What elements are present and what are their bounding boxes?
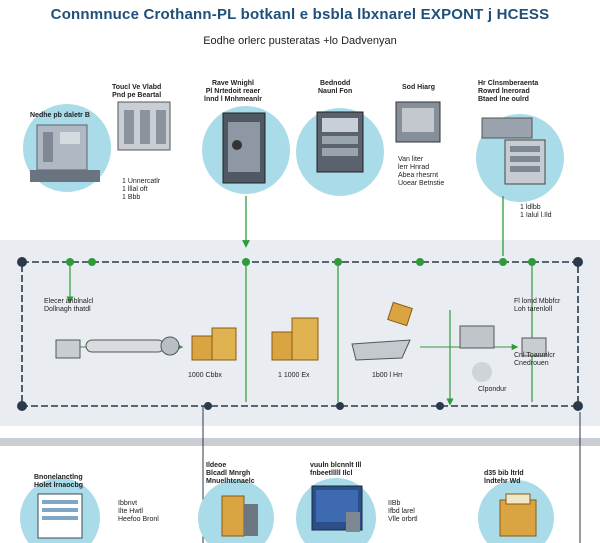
box-stack-icon [221,495,245,537]
warehouse-door-icon [43,132,53,162]
container-slat-icon [510,156,540,162]
pipe-icon [85,339,165,353]
bottom-stage-3 [296,478,376,543]
top-stage-3 [202,106,290,194]
loop-node [17,401,27,411]
top-stage-5 [395,101,441,143]
box-icon [291,317,319,361]
loop-nodes [17,257,583,411]
band-item-pipe [85,336,180,356]
hand-truck-icon [244,504,258,536]
bottom-stage-2 [198,480,274,543]
loop-node [88,258,96,266]
divider-band [0,438,600,446]
bottom-label-4: vuuln blcnnlt Ill fnbeetlllll Ilcl [310,462,362,477]
loop-node [334,258,342,266]
bottom-stage-1 [20,478,100,543]
box-label-1: 1000 Cbbx [188,372,222,379]
factory-column-icon [124,110,134,144]
factory-column-icon [156,110,166,144]
warehouse-ground-icon [30,170,100,182]
dispatch-shelf-icon [322,136,358,144]
ship-icon [351,339,411,361]
bottom-stage-4 [478,480,554,543]
box-icon [191,335,215,361]
page-subtitle: Eodhe orlerc pusteratas +lo Dadvenyan [203,35,397,47]
server-knob-icon [232,140,242,150]
valve-icon [160,336,180,356]
port-building-icon [481,117,533,139]
band-label-2: Fl lomd Mbbfcr Loh tarenloll [514,298,561,313]
box-icon [211,327,237,361]
loop-node [528,258,536,266]
meter-icon [55,339,81,359]
band-item-package [387,301,413,327]
robot-arm-icon [459,325,495,349]
loop-node [204,402,212,410]
loop-node [66,258,74,266]
top-stage-1 [23,104,111,192]
top-label-5: Sod Hiarg [402,84,436,91]
top-stage-2 [117,101,171,151]
mid-label-2: Van liter lerr Hnrad Abea rhesrnt Uoear … [398,156,445,187]
page-title: Connmnuce Crothann-PL botkanl e bsbla lb… [50,6,550,23]
loop-node [336,402,344,410]
open-box-icon [499,499,537,537]
dispatch-screen-icon [322,118,358,132]
terminal-screen-icon [402,108,434,132]
loop-node [499,258,507,266]
top-label-4: Bednodd Naunl Fon [318,80,353,95]
loop-node [436,402,444,410]
top-label-1: Nedhe pb daletr B [30,112,90,119]
factory-column-icon [140,110,150,144]
mid-label-1: 1 Unnercatlr 1 lllal oft 1 Bbb [122,178,161,201]
box-icon [271,331,295,361]
band-label-1: Elecer anblnalcl Dollnagh thatdl [44,298,94,313]
band-item-meter [55,337,547,359]
warehouse-window-icon [60,132,80,144]
loop-node [573,401,583,411]
mid-label-3: 1 ldlbb 1 Ialul l.Ild [520,204,552,219]
top-label-2: Toucl Ve Vlabd Pnd pe Beartal [112,84,162,99]
loop-node [17,257,27,267]
package-icon [387,301,413,327]
box-label-3: 1b00 l Hrr [372,372,403,379]
loop-node [416,258,424,266]
top-stage-6 [476,114,564,202]
bottom-label-1: Bnonelanctlng Holet lrnaocbg [34,474,84,489]
container-slat-icon [510,166,540,172]
loop-node [242,258,250,266]
band-item-ship [351,339,411,361]
bottom-label-6: d35 bib ltrld lndtehr Wd [484,470,524,485]
band-item-boxes-2 [271,317,319,361]
document-line-icon [42,500,78,504]
box-label-4: Clpondur [478,386,507,393]
bottom-label-3: Ildeoe Blcadl Mnrgh Mnuelhtcnaelc [206,462,255,485]
document-line-icon [42,508,78,512]
dispatch-shelf-icon [322,148,358,156]
top-label-3: Rave Wnighl Pl Nrtedoit reaer lnnd l Mnh… [204,80,262,103]
loop-node [573,257,583,267]
bottom-label-5: IIBb Ifbd larel Vlle orbrtl [388,500,418,523]
document-line-icon [42,516,78,520]
band-item-boxes-1 [191,327,237,361]
meter-icon [521,337,547,357]
band-item-robot [459,325,495,382]
box-flap-icon [505,493,531,505]
container-slat-icon [510,146,540,152]
top-stage-4 [296,108,384,196]
box-label-2: 1 1000 Ex [278,372,310,379]
printer-icon [346,512,360,532]
robot-base-icon [472,362,492,382]
band-label-3: Cnl Toanrnlcr Cnedrouen [514,352,556,367]
bottom-label-2: Ibbnvt Ilte Hwtl Heefoo Bronl [118,500,159,523]
top-label-6: Hr Clnsmberaenta Rowrd lnerorad Btaed ln… [478,80,539,103]
